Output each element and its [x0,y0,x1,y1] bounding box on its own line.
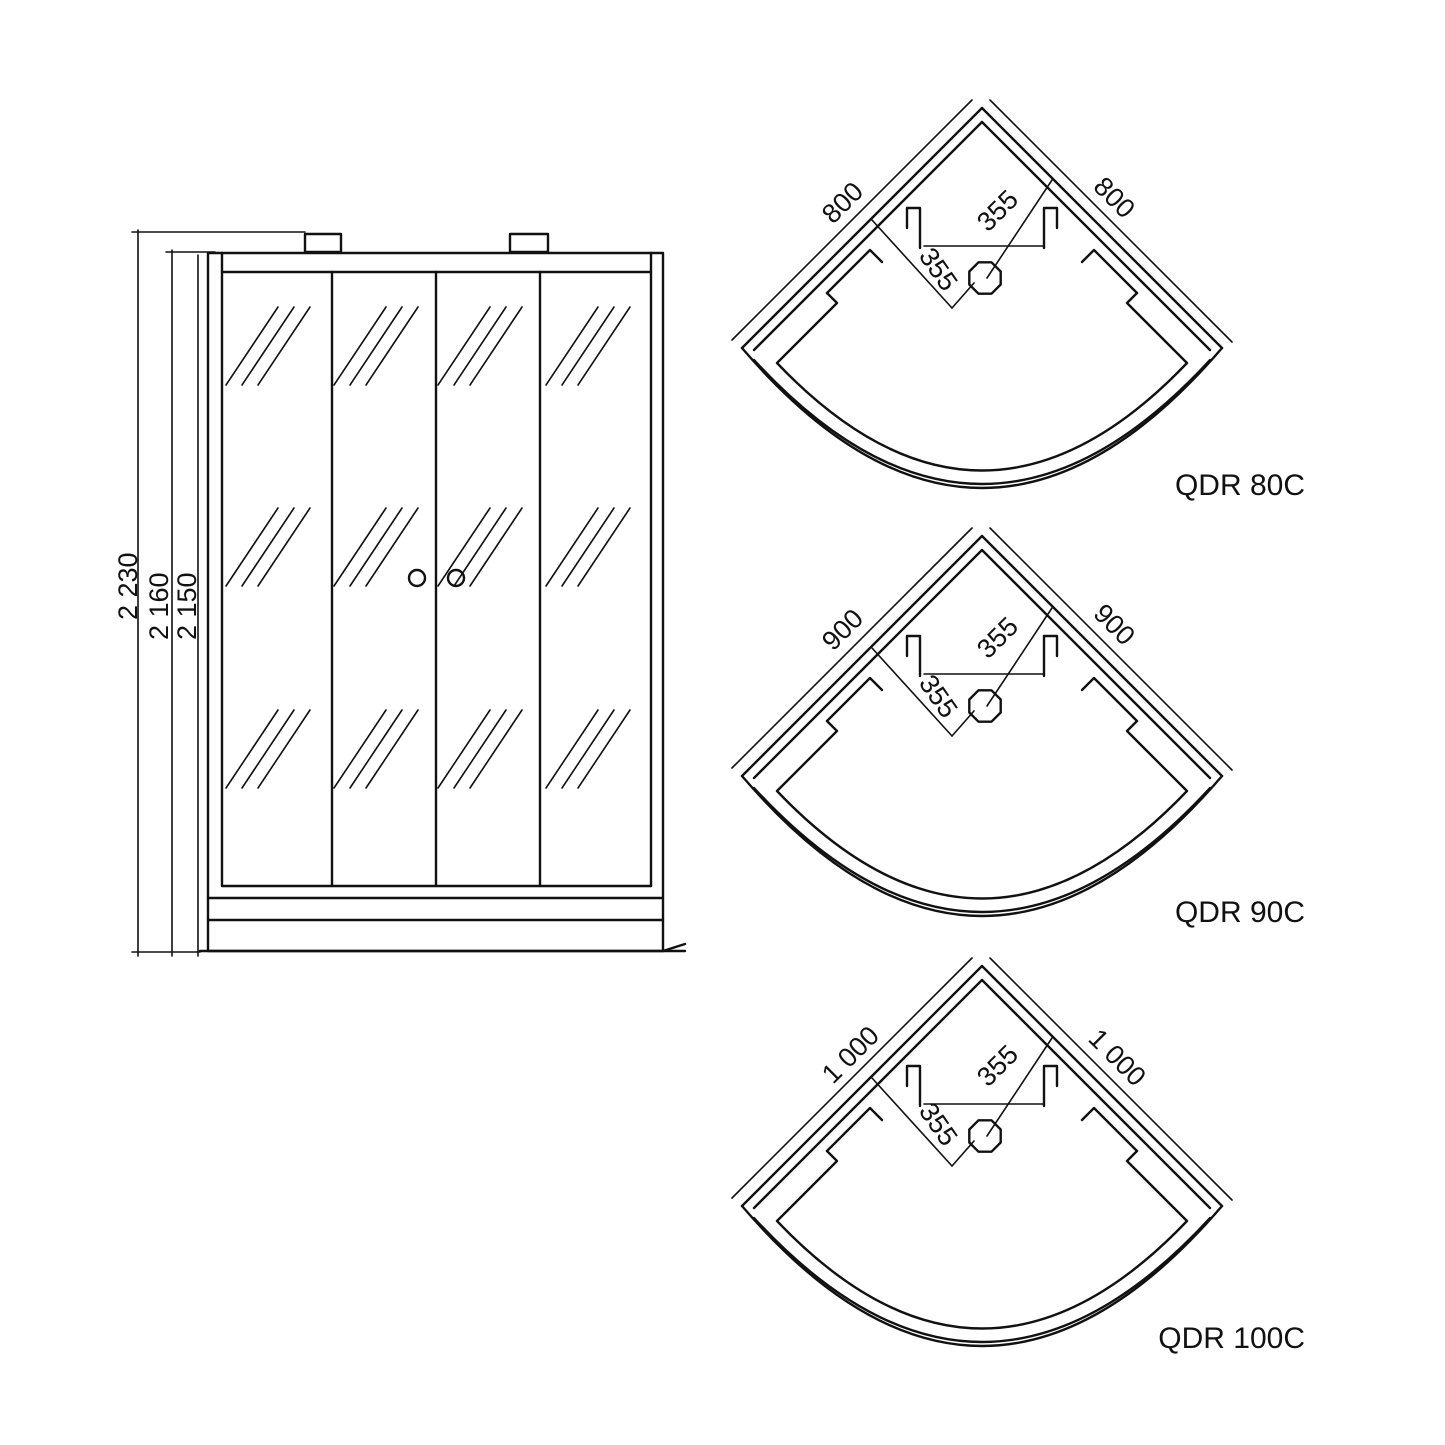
glass-reflection [333,306,419,386]
side-dim-right: 800 [1088,171,1141,224]
glass-reflection [333,709,419,789]
offset-dim-vertical: 355 [913,242,963,296]
model-label: QDR 100C [1158,1322,1305,1355]
side-dim-left: 900 [816,603,869,656]
tray-plan-drawing [731,527,1233,918]
height-dim-2160: 2 160 [144,572,174,640]
top-fitting-left [303,232,343,254]
plan-qdr90c: 900 900 355 355 QDR 90C [816,598,1305,929]
glass-reflection [437,306,523,386]
height-dim-2230: 2 230 [113,552,143,620]
front-view: 2 230 2 160 2 150 [113,229,687,957]
model-label: QDR 90C [1175,896,1305,929]
tray-plan-drawing [731,99,1233,490]
height-dim-2150: 2 150 [172,572,202,640]
glass-reflection [225,306,311,386]
door-panels [330,270,542,888]
glass-reflection [437,709,523,789]
door-handle-left [407,568,427,588]
side-dim-right: 1 000 [1083,1023,1152,1092]
side-dim-right: 900 [1088,598,1141,651]
glass-reflection [545,306,631,386]
side-dim-left: 800 [816,176,869,229]
glass-reflection [333,507,419,587]
glass-reflection [545,507,631,587]
height-dimension-lines [131,229,306,957]
model-label: QDR 80C [1175,469,1305,502]
glass-reflection [545,709,631,789]
plan-qdr100c: 1 000 1 000 355 355 QDR 100C [816,1020,1305,1355]
offset-dim-vertical: 355 [913,669,963,723]
offset-dim-horizontal: 355 [971,1039,1024,1092]
plan-qdr80c: 800 800 355 355 QDR 80C [816,171,1305,502]
offset-dim-horizontal: 355 [971,184,1024,237]
glass-reflection [437,507,523,587]
door-handle-right [446,568,466,588]
plan-views [731,99,1233,1348]
cabin-frame [198,251,687,953]
offset-dim-horizontal: 355 [971,611,1024,664]
glass-hatching [225,306,631,789]
glass-reflection [225,507,311,587]
tray-plan-drawing [731,957,1233,1348]
top-fitting-right [508,232,550,254]
glass-reflection [225,709,311,789]
